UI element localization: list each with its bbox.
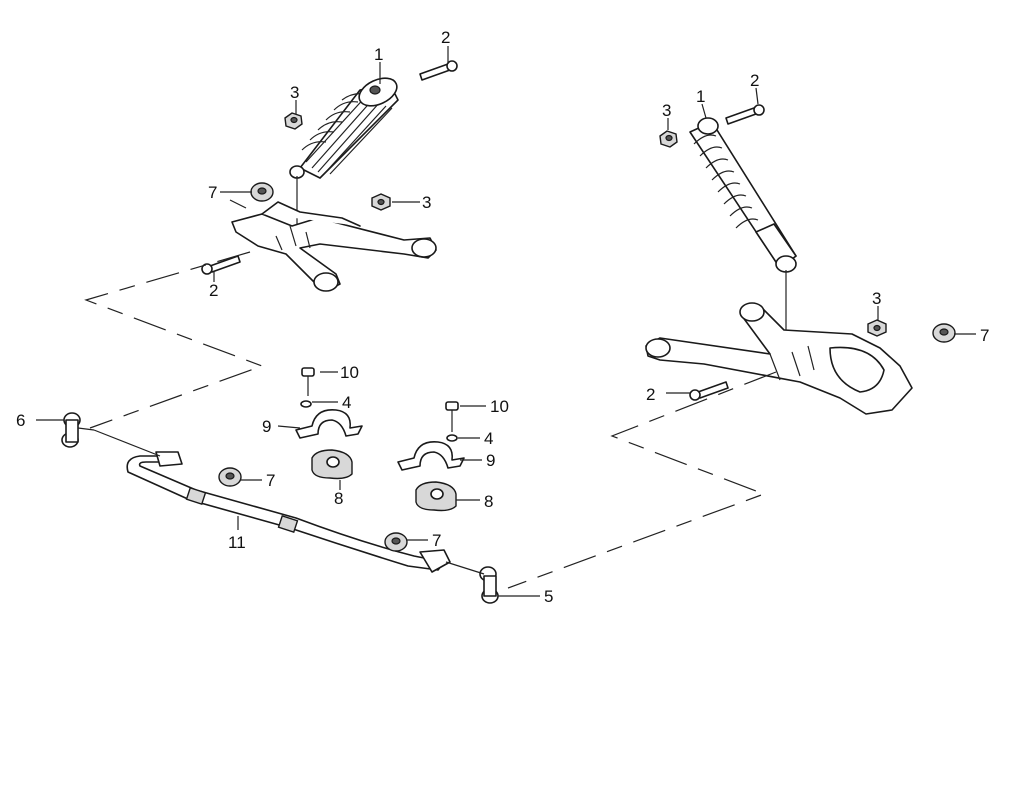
leader-lines [36, 46, 976, 597]
callout-numbers: 1 2 3 7 3 2 1 2 3 3 7 2 10 4 9 8 10 4 9 … [16, 28, 989, 606]
callout-4-right-washer: 4 [484, 429, 493, 448]
right-clamp-washer [446, 434, 458, 442]
callout-3-right-shock-nut: 3 [662, 101, 671, 120]
callout-9-left-clamp: 9 [262, 417, 271, 436]
callout-10-right-bolt: 10 [490, 397, 509, 416]
left-a-arm-bolt [201, 255, 241, 275]
callout-1-right-shock: 1 [696, 87, 705, 106]
right-stabilizer-clamp [397, 441, 465, 471]
right-end-link [445, 561, 499, 604]
callout-9-right-clamp: 9 [486, 451, 495, 470]
callout-5-right-end-link: 5 [544, 587, 553, 606]
callout-11-stabilizer-bar: 11 [228, 533, 246, 552]
right-shock-upper-bolt [725, 104, 765, 125]
left-stabilizer-clamp [295, 409, 363, 439]
left-clamp-washer [300, 400, 312, 408]
stabilizer-bar-bushing-right [384, 532, 408, 552]
callout-3-right-arm-nut: 3 [872, 289, 881, 308]
callout-1-left-shock: 1 [374, 45, 383, 64]
callout-7-left-bushing: 7 [208, 183, 217, 202]
callout-2-right-arm-bolt: 2 [646, 385, 655, 404]
callout-2-left-arm-bolt: 2 [209, 281, 218, 300]
right-a-arm-bushing [932, 323, 956, 343]
left-shock-absorber [289, 77, 399, 232]
right-shock-nut [659, 130, 678, 148]
right-shock-absorber [689, 117, 797, 350]
right-stabilizer-bushing [415, 481, 457, 512]
left-stabilizer-bushing [311, 449, 353, 480]
callout-3-left-shock-nut: 3 [290, 83, 299, 102]
callout-10-left-bolt: 10 [340, 363, 359, 382]
callout-6-left-end-link: 6 [16, 411, 25, 430]
callout-8-right-bushing: 8 [484, 492, 493, 511]
right-clamp-bolt [445, 401, 459, 432]
stabilizer-bar [126, 451, 451, 573]
callout-3-left-arm-nut: 3 [422, 193, 431, 212]
callout-7-right-bushing: 7 [980, 326, 989, 345]
callout-8-left-bushing: 8 [334, 489, 343, 508]
left-a-arm [231, 201, 437, 292]
left-a-arm-nut [371, 193, 391, 211]
right-a-arm [645, 302, 913, 415]
right-a-arm-nut [867, 319, 887, 337]
phantom-line-left [84, 251, 264, 429]
callout-2-right-shock-bolt: 2 [750, 71, 759, 90]
left-clamp-bolt [301, 367, 315, 396]
left-shock-nut [284, 112, 303, 130]
callout-4-left-washer: 4 [342, 393, 351, 412]
left-shock-upper-bolt [419, 60, 458, 81]
left-a-arm-bushing [250, 182, 274, 202]
phantom-line-right [507, 371, 777, 589]
left-end-link [61, 412, 161, 457]
callout-2-left-shock-bolt: 2 [441, 28, 450, 47]
stabilizer-bar-bushing-left [218, 467, 242, 487]
callout-7-bar-bushing-left: 7 [266, 471, 275, 490]
callout-7-bar-bushing-right: 7 [432, 531, 441, 550]
right-a-arm-bolt [689, 381, 729, 401]
